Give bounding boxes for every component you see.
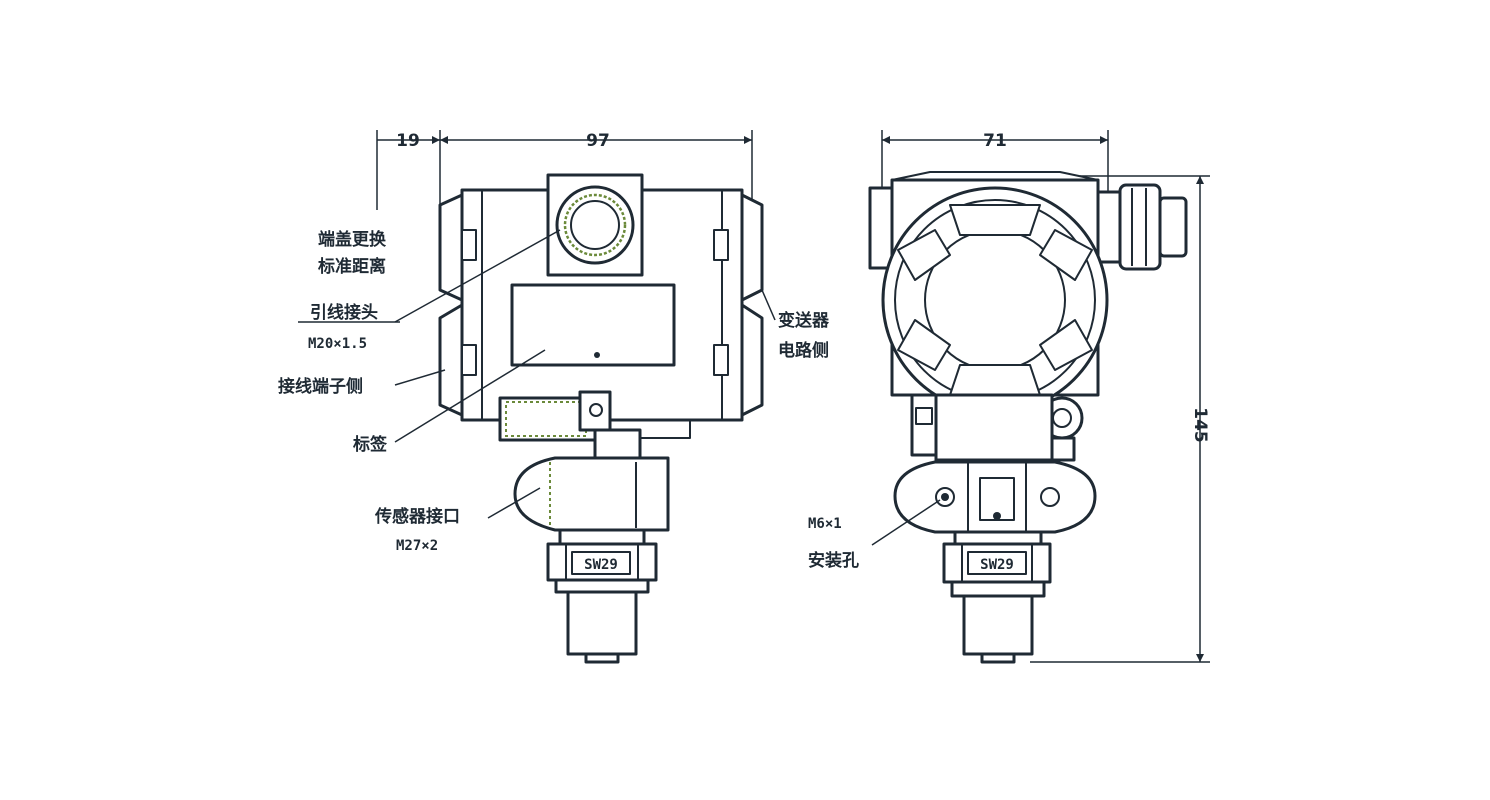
label-lcd-replace: 端盖更换: [318, 229, 387, 250]
dim-19: 19: [396, 131, 420, 151]
dimension-lines-front: [376, 130, 753, 220]
label-hole-size: M6×1: [808, 516, 842, 532]
front-leaders: [298, 229, 776, 519]
label-cable-thread: M20×1.5: [308, 336, 367, 352]
leader-mount-hole: [871, 499, 941, 546]
dim-71: 71: [983, 131, 1007, 151]
label-lcd-std: 标准距离: [318, 256, 386, 277]
dim-97: 97: [586, 131, 610, 151]
label-circuit-side: 电路侧: [778, 340, 829, 361]
label-cable-entry: 引线接头: [310, 302, 378, 323]
hex-label-right: SW29: [980, 557, 1014, 573]
hex-label-left: SW29: [584, 557, 618, 573]
label-sensor-thread: M27×2: [396, 538, 438, 554]
label-nameplate: 标签: [353, 434, 388, 455]
side-view: [868, 171, 1188, 664]
label-terminal-side: 接线端子侧: [278, 376, 363, 397]
front-view: [438, 173, 764, 664]
label-sensor-port: 传感器接口: [374, 506, 460, 527]
label-mount-hole: 安装孔: [808, 550, 859, 571]
dimension-lines-side: [881, 130, 1210, 663]
dim-145: 145: [1190, 407, 1210, 443]
label-transmitter: 变送器: [778, 310, 830, 331]
